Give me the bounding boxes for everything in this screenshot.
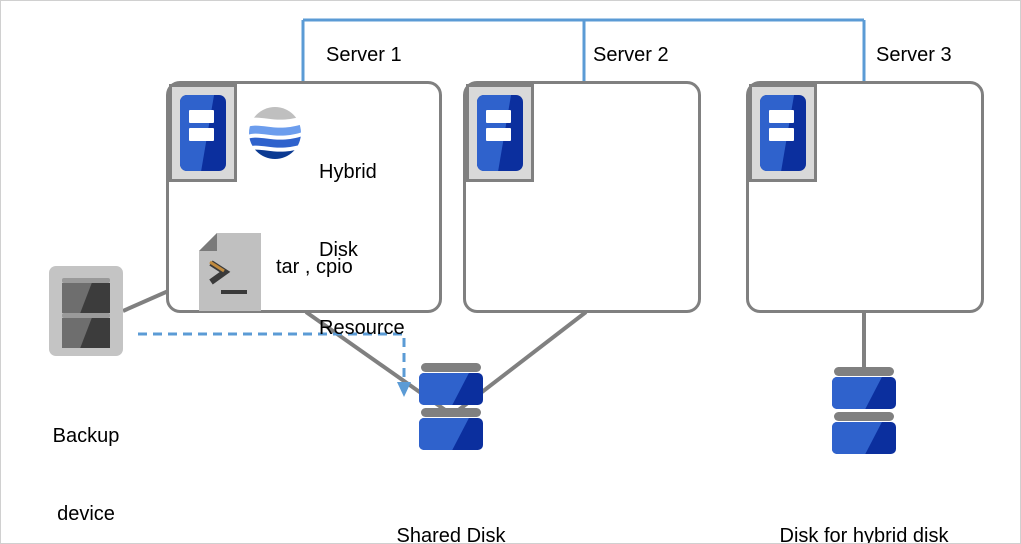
hybrid-disk-resource-globe-icon [249,107,301,159]
backup-device-label-line-1: Backup [52,425,120,447]
backup-slot-1 [62,278,110,283]
hybrid-disk-resource-line-1: Hybrid [319,161,377,183]
backup-device-icon [49,266,123,356]
backup-device-label: Backup device [16,371,156,543]
hybrid-disk-label: Disk for hybrid disk resource [746,471,982,544]
server-bay-2 [485,128,512,142]
script-file-icon [199,233,261,311]
disk-cap-1 [834,367,894,376]
server-bay-1 [485,110,512,124]
server-bay-1 [768,110,795,124]
disk-platter-1 [419,373,483,405]
backup-device-label-line-2: device [57,503,115,525]
server-chassis [180,95,226,171]
hybrid-disk-resource-line-2: Disk [319,239,358,261]
disk-cap-2 [421,408,481,417]
server-bay-2 [768,128,795,142]
network-interconnect [301,18,866,82]
server-box-2[interactable] [463,81,701,313]
server-label-2: Server 2 [593,44,669,66]
server-label-1: Server 1 [326,44,402,66]
server-icon-3 [749,84,817,182]
server-chassis [760,95,806,171]
disk-platter-2 [419,418,483,450]
server-bay-1 [188,110,215,124]
disk-platter-1 [832,377,896,409]
server-icon-2 [466,84,534,182]
server-bay-2 [188,128,215,142]
backup-tray-1 [62,283,110,313]
backup-flow-arrowhead [397,382,411,397]
backup-flow-arrow [138,332,406,385]
shared-disk-icon [419,363,483,451]
disk-cap-2 [834,412,894,421]
shared-disk-label: Shared Disk for hybrid disk resource [321,471,581,544]
backup-tray-2 [62,318,110,348]
hybrid-disk-icon [832,367,896,455]
disk-cap-1 [421,363,481,372]
hybrid-disk-resource-line-3: Resource [319,317,405,339]
hybrid-disk-resource-label: Hybrid Disk Resource [319,107,405,393]
hybrid-disk-label-line-1: Disk for hybrid disk [779,525,949,544]
backup-slot-2 [62,313,110,318]
shared-disk-label-line-1: Shared Disk [396,525,506,544]
server-icon-1 [169,84,237,182]
server-label-3: Server 3 [876,44,952,66]
backup-flow-path [138,332,406,385]
disk-platter-2 [832,422,896,454]
script-label: tar , cpio [276,256,353,278]
server-chassis [477,95,523,171]
